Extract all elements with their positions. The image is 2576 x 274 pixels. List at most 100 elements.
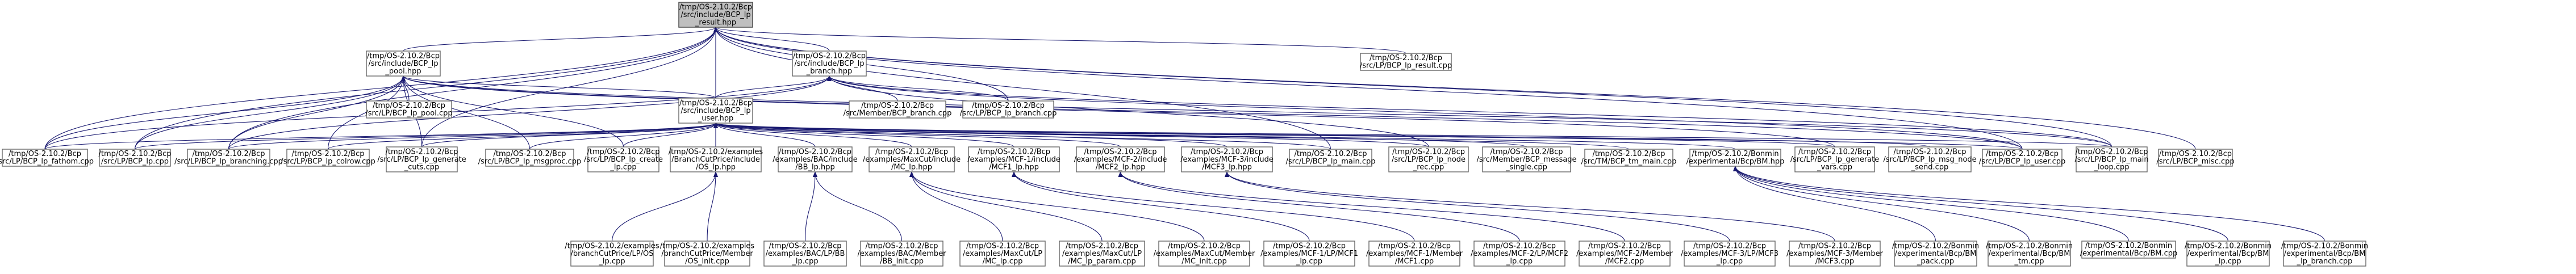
node-label-line: _lp.cpp xyxy=(791,257,818,265)
node-label-line: /MCF1_lp.hpp xyxy=(989,163,1039,171)
node-box xyxy=(860,241,943,267)
file-node[interactable]: /tmp/OS-2.10.2/Bcp/examples/MCF-3/Member… xyxy=(1786,241,1884,267)
file-node[interactable]: /tmp/OS-2.10.2/Bcp/src/include/BCP_lp_us… xyxy=(678,98,753,124)
node-label-line: /tmp/OS-2.10.2/Bcp xyxy=(875,147,948,156)
node-label-line: /tmp/OS-2.10.2/Bonmin xyxy=(1692,150,1778,158)
node-label-line: /examples/MaxCut/include xyxy=(863,155,961,164)
root-file-node[interactable]: /tmp/OS-2.10.2/Bcp/src/include/BCP_lp_re… xyxy=(678,2,753,28)
file-node[interactable]: /tmp/OS-2.10.2/Bcp/examples/BAC/include/… xyxy=(773,146,858,172)
file-node[interactable]: /tmp/OS-2.10.2/Bonmin/experimental/Bcp/B… xyxy=(1892,241,1979,267)
node-box xyxy=(1894,241,1977,267)
file-node[interactable]: /tmp/OS-2.10.2/Bcp/src/LP/BCP_lp_fathom.… xyxy=(0,149,94,167)
file-node[interactable]: /tmp/OS-2.10.2/Bcp/src/include/BCP_lp_br… xyxy=(792,50,867,77)
edge-n2-to-n0 xyxy=(713,27,830,52)
file-node[interactable]: /tmp/OS-2.10.2/Bcp/src/LP/BCP_lp_generat… xyxy=(1790,146,1880,172)
file-node[interactable]: /tmp/OS-2.10.2/Bonmin/experimental/Bcp/B… xyxy=(1686,149,1785,167)
file-node[interactable]: /tmp/OS-2.10.2/Bcp/examples/MCF-1/LP/MCF… xyxy=(1260,241,1358,267)
node-label-line: /tmp/OS-2.10.2/Bcp xyxy=(1273,242,1346,250)
file-node[interactable]: /tmp/OS-2.10.2/Bcp/src/LP/BCP_lp_user.cp… xyxy=(1979,149,2066,167)
file-node[interactable]: /tmp/OS-2.10.2/Bcp/src/LP/BCP_lp.cpp xyxy=(99,149,172,167)
edge-n12-to-n0 xyxy=(421,27,718,147)
edge-n37-to-n17 xyxy=(909,171,1205,242)
edge-n29-to-n2 xyxy=(827,75,2112,147)
file-node[interactable]: /tmp/OS-2.10.2/Bcp/examples/BAC/Member/B… xyxy=(858,241,947,267)
file-node[interactable]: /tmp/OS-2.10.2/Bcp/src/LP/BCP_lp_msg_nod… xyxy=(1883,146,1977,172)
edge-n46-to-n25 xyxy=(1733,166,2130,242)
file-node[interactable]: /tmp/OS-2.10.2/Bonmin/experimental/Bcp/B… xyxy=(2281,241,2368,267)
node-box xyxy=(2076,146,2148,172)
edge-n31-to-n15 xyxy=(611,171,718,242)
file-node[interactable]: /tmp/OS-2.10.2/Bonmin/experimental/Bcp/B… xyxy=(2080,241,2178,259)
file-node[interactable]: /tmp/OS-2.10.2/Bcp/src/LP/BCP_lp_msgproc… xyxy=(478,149,582,167)
file-node[interactable]: /tmp/OS-2.10.2/Bcp/src/LP/BCP_lp_result.… xyxy=(1360,53,1452,71)
file-node[interactable]: /tmp/OS-2.10.2/Bcp/examples/MCF-2/Member… xyxy=(1576,241,1673,267)
file-node[interactable]: /tmp/OS-2.10.2/Bcp/src/Member/BCP_messag… xyxy=(1476,146,1577,172)
file-node[interactable]: /tmp/OS-2.10.2/examples/branchCutPrice/M… xyxy=(660,241,755,267)
node-label-line: /src/LP/BCP_lp_generate xyxy=(377,155,466,164)
file-node[interactable]: /tmp/OS-2.10.2/Bcp/src/Member/BCP_branch… xyxy=(844,100,952,119)
node-label-line: /src/LP/BCP_lp_pool.cpp xyxy=(365,109,452,118)
node-box xyxy=(2,149,88,167)
edge-n8-to-n0 xyxy=(44,27,718,150)
edge-n28-to-n2 xyxy=(827,75,2023,150)
node-label-line: /examples/MCF-2/LP/MCF2 xyxy=(1471,250,1568,258)
edge-n33-to-n16 xyxy=(804,171,817,242)
edge-n13-to-n5 xyxy=(529,123,718,150)
node-label-line: /src/LP/BCP_lp_generate xyxy=(1790,155,1880,164)
node-box xyxy=(2081,241,2176,259)
node-label-line: /tmp/OS-2.10.2/Bcp xyxy=(1593,150,1665,158)
file-node[interactable]: /tmp/OS-2.10.2/Bcp/src/LP/BCP_lp_colrow.… xyxy=(281,149,375,167)
node-label-line: /MC_lp.cpp xyxy=(983,257,1023,265)
edge-n1-to-n0 xyxy=(403,27,718,52)
node-label-line: /tmp/OS-2.10.2/Bcp xyxy=(2159,150,2232,158)
node-label-line: /examples/MaxCut/LP xyxy=(963,250,1042,258)
file-node[interactable]: /tmp/OS-2.10.2/Bcp/src/LP/BCP_misc.cpp xyxy=(2156,149,2235,167)
file-node[interactable]: /tmp/OS-2.10.2/Bcp/examples/MCF-1/includ… xyxy=(967,146,1061,172)
file-node[interactable]: /tmp/OS-2.10.2/Bcp/examples/BAC/LP/BB_lp… xyxy=(763,241,847,267)
node-label-line: /tmp/OS-2.10.2/Bonmin xyxy=(2281,242,2368,250)
file-node[interactable]: /tmp/OS-2.10.2/Bcp/src/include/BCP_lp_po… xyxy=(366,50,441,77)
file-node[interactable]: /tmp/OS-2.10.2/Bcp/src/LP/BCP_lp_branch.… xyxy=(960,100,1057,119)
file-node[interactable]: /tmp/OS-2.10.2/Bcp/examples/MCF-1/Member… xyxy=(1366,241,1463,267)
file-node[interactable]: /tmp/OS-2.10.2/Bonmin/experimental/Bcp/B… xyxy=(2185,241,2272,267)
file-node[interactable]: /tmp/OS-2.10.2/Bcp/src/LP/BCP_lp_create_… xyxy=(584,146,663,172)
file-node[interactable]: /tmp/OS-2.10.2/Bcp/src/LP/BCP_lp_branchi… xyxy=(174,149,283,167)
node-label-line: /tmp/OS-2.10.2/Bcp xyxy=(679,99,752,107)
file-node[interactable]: /tmp/OS-2.10.2/Bcp/examples/MCF-2/includ… xyxy=(1074,146,1167,172)
node-box xyxy=(1988,241,2071,267)
edge-n10-to-n5 xyxy=(228,123,718,150)
file-node[interactable]: /tmp/OS-2.10.2/Bcp/src/LP/BCP_lp_node_re… xyxy=(1388,146,1469,172)
node-box xyxy=(869,146,955,172)
file-node[interactable]: /tmp/OS-2.10.2/Bonmin/experimental/Bcp/B… xyxy=(1986,241,2073,267)
node-box xyxy=(678,98,753,124)
node-label-line: /tmp/OS-2.10.2/Bcp xyxy=(99,150,172,158)
file-node[interactable]: /tmp/OS-2.10.2/examples/BranchCutPrice/i… xyxy=(669,146,763,172)
node-label-line: /src/LP/BCP_lp_main.cpp xyxy=(1286,158,1376,166)
file-node[interactable]: /tmp/OS-2.10.2/Bcp/src/TM/BCP_tm_main.cp… xyxy=(1581,149,1677,167)
file-node[interactable]: /tmp/OS-2.10.2/Bcp/src/LP/BCP_lp_main.cp… xyxy=(1286,149,1376,167)
node-label-line: /examples/MCF-1/LP/MCF1 xyxy=(1260,250,1358,258)
edge-n48-to-n25 xyxy=(1733,166,2326,242)
file-node[interactable]: /tmp/OS-2.10.2/Bcp/src/LP/BCP_lp_pool.cp… xyxy=(365,100,453,119)
node-label-line: _pack.cpp xyxy=(1917,257,1954,265)
file-node[interactable]: /tmp/OS-2.10.2/examples/branchCutPrice/L… xyxy=(565,241,659,267)
node-box xyxy=(1263,241,1355,267)
file-node[interactable]: /tmp/OS-2.10.2/Bcp/examples/MaxCut/LP/MC… xyxy=(1059,241,1145,267)
file-node[interactable]: /tmp/OS-2.10.2/Bcp/examples/MaxCut/Membe… xyxy=(1154,241,1255,267)
node-label-line: /src/include/BCP_lp xyxy=(680,107,750,115)
node-label-line: /examples/MCF-2/Member xyxy=(1576,250,1673,258)
node-label-line: /tmp/OS-2.10.2/examples xyxy=(565,242,659,250)
node-label-line: /MCF3.cpp xyxy=(1815,257,1854,265)
node-label-line: /examples/BAC/include xyxy=(773,155,858,164)
file-node[interactable]: /tmp/OS-2.10.2/Bcp/examples/MCF-3/LP/MCF… xyxy=(1681,241,1778,267)
node-box xyxy=(1689,149,1781,167)
node-label-line: /MC_lp_param.cpp xyxy=(1068,257,1136,265)
file-node[interactable]: /tmp/OS-2.10.2/Bcp/src/LP/BCP_lp_generat… xyxy=(377,146,466,172)
node-label-line: /tmp/OS-2.10.2/Bcp xyxy=(1370,54,1442,62)
node-label-line: /examples/MCF-3/LP/MCF3 xyxy=(1681,250,1778,258)
file-node[interactable]: /tmp/OS-2.10.2/Bcp/examples/MCF-3/includ… xyxy=(1180,146,1274,172)
file-node[interactable]: /tmp/OS-2.10.2/Bcp/examples/MaxCut/LP/MC… xyxy=(959,241,1046,267)
file-node[interactable]: /tmp/OS-2.10.2/Bcp/src/LP/BCP_lp_main_lo… xyxy=(2074,146,2149,172)
file-node[interactable]: /tmp/OS-2.10.2/Bcp/examples/MCF-2/LP/MCF… xyxy=(1471,241,1568,267)
file-node[interactable]: /tmp/OS-2.10.2/Bcp/examples/MaxCut/inclu… xyxy=(863,146,961,172)
